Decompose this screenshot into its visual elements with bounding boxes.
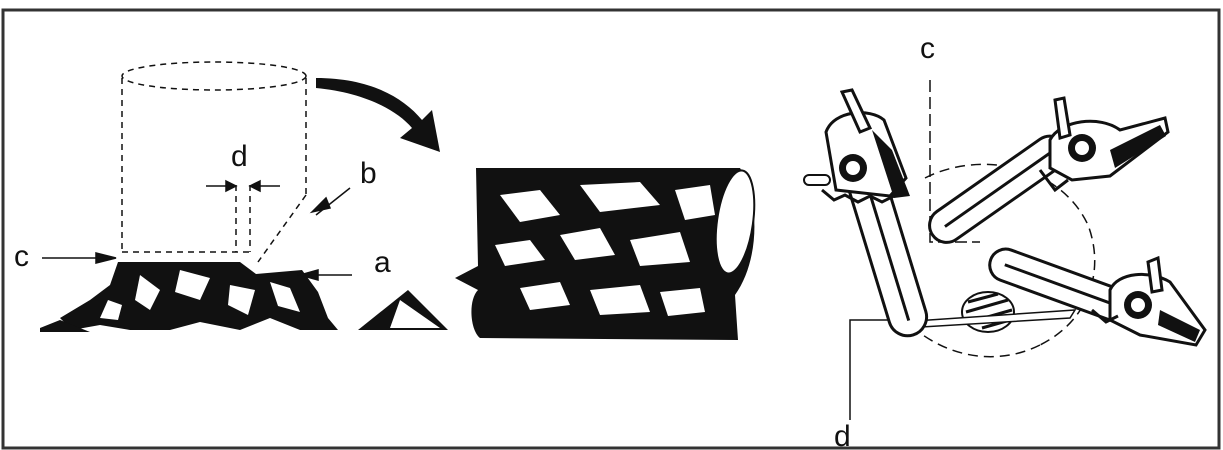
label-b-left: b xyxy=(360,157,377,190)
stump-illustration: a b c d xyxy=(14,62,448,332)
label-d-left: d xyxy=(231,140,248,173)
chainsaw-vertical xyxy=(804,90,931,340)
stump-top-face xyxy=(118,262,240,270)
wedge-piece xyxy=(358,290,448,330)
log-cross-section xyxy=(962,292,1014,332)
felling-direction-arrow xyxy=(316,78,440,152)
felled-log xyxy=(455,168,760,340)
label-d-right: d xyxy=(834,420,851,450)
chainsaw-top xyxy=(923,98,1168,249)
label-c-right: c xyxy=(920,32,935,65)
label-a-left: a xyxy=(374,246,391,279)
chainsaw-technique: c d xyxy=(804,32,1205,450)
chainsaw-bottom xyxy=(985,245,1205,345)
label-c-left: c xyxy=(14,240,29,273)
felled-trunk-outline xyxy=(122,62,306,262)
log-bark-texture xyxy=(495,182,715,316)
guide-line-d xyxy=(850,320,900,420)
